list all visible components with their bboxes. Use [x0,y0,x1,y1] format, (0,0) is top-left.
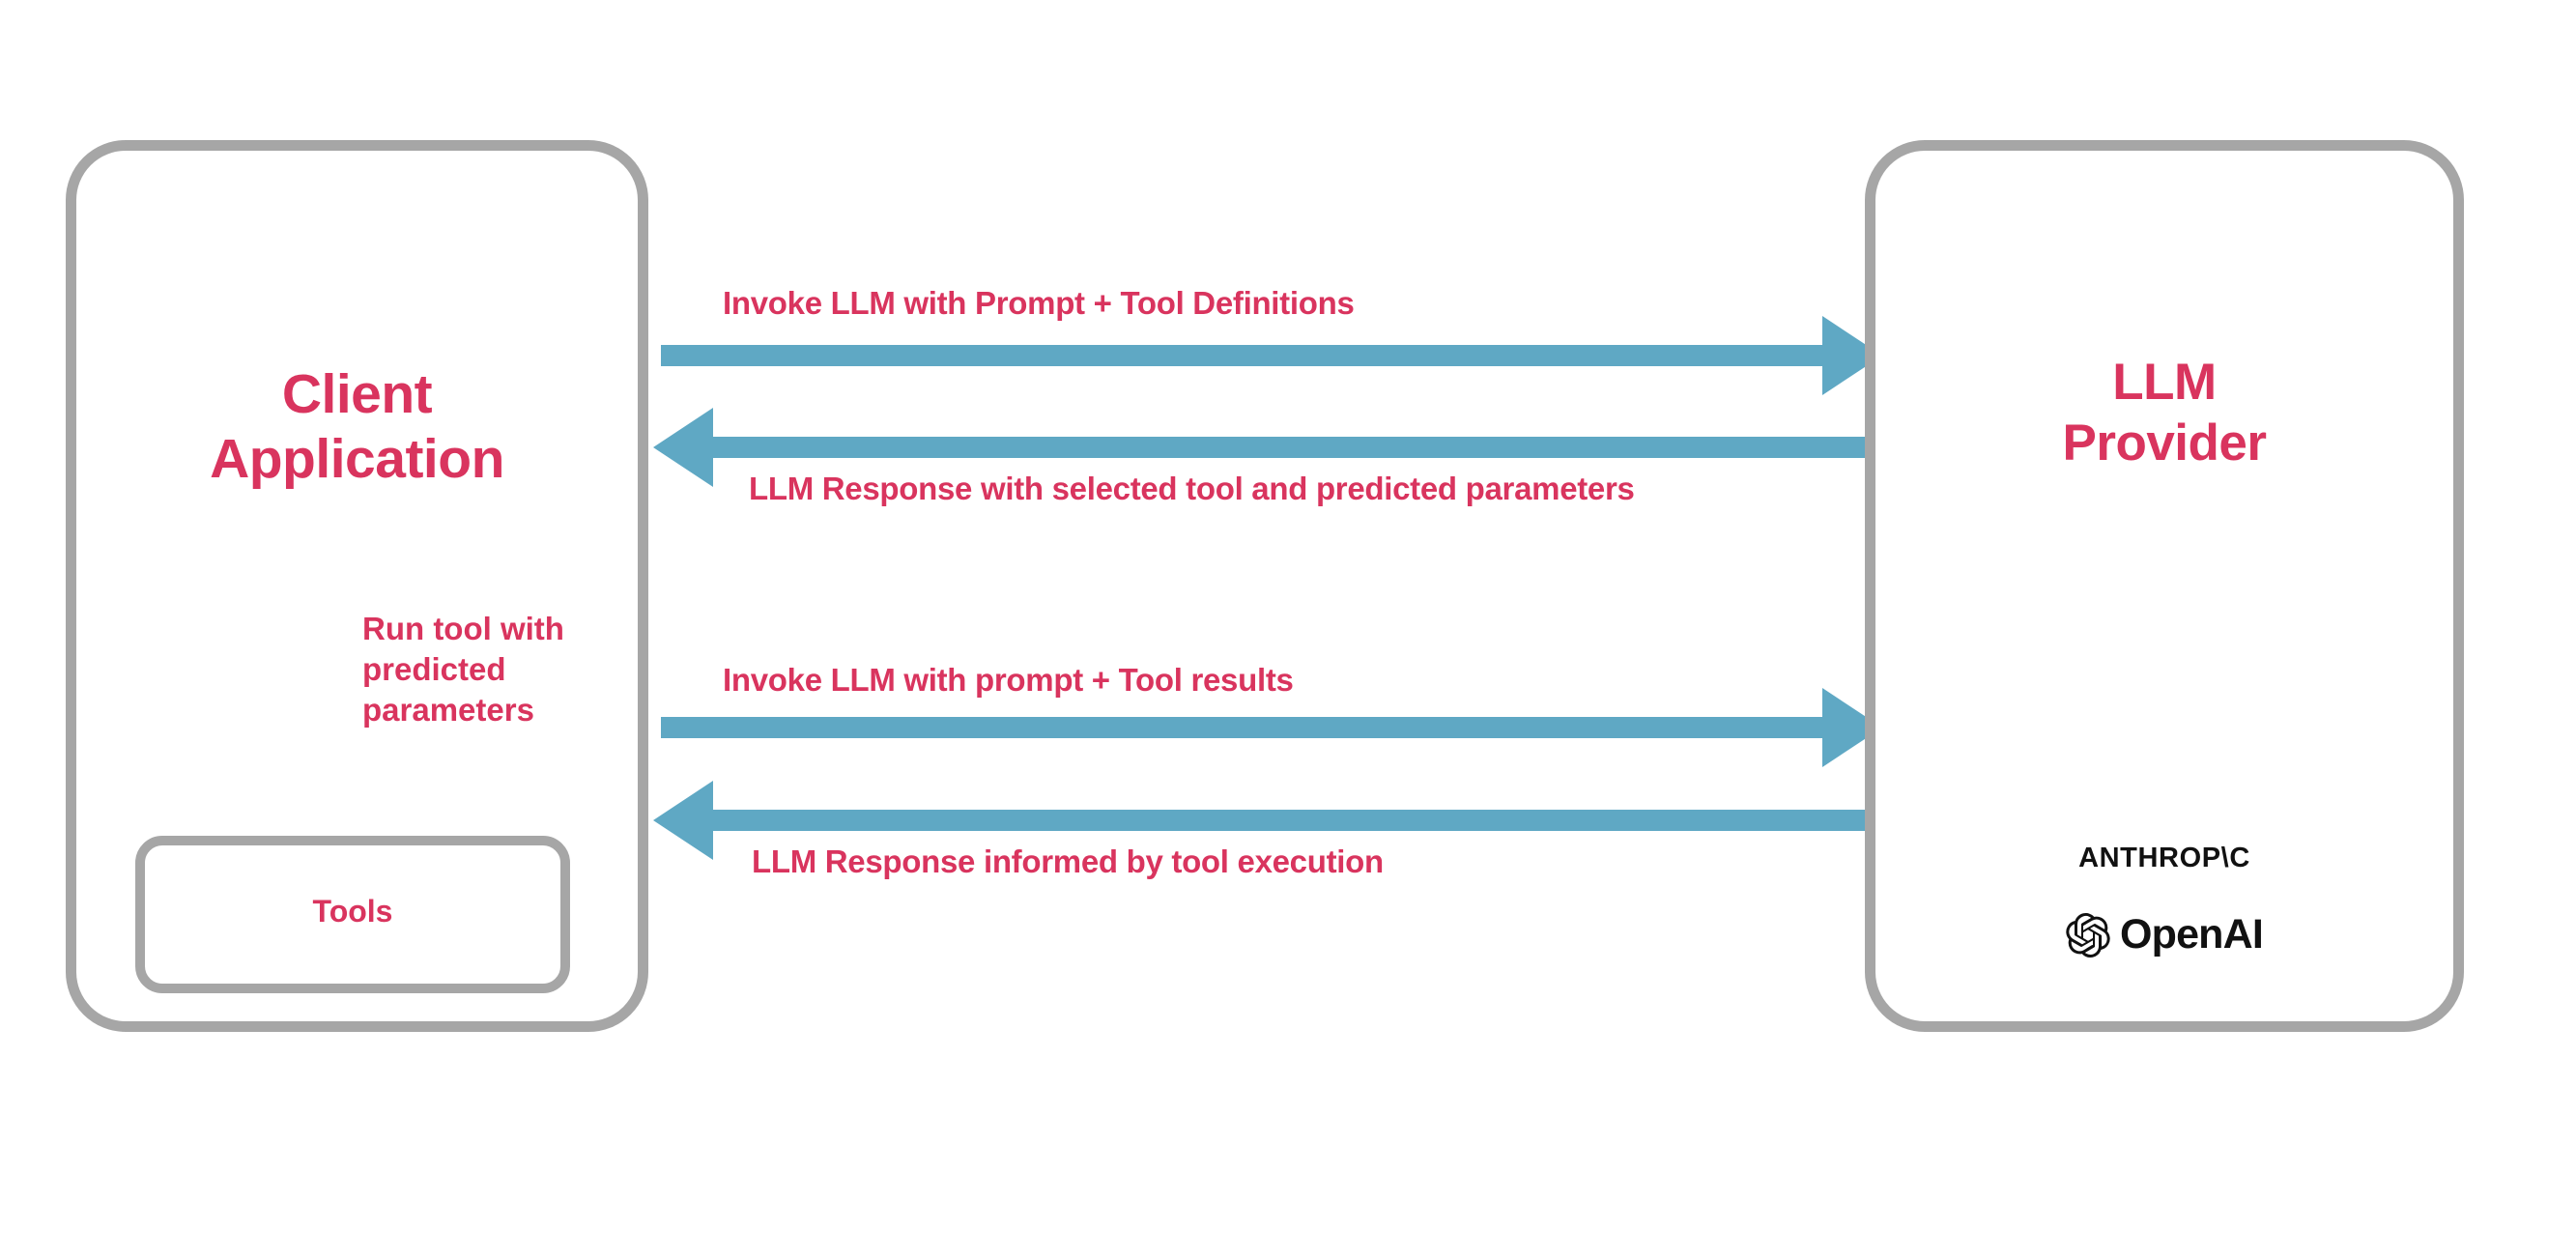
openai-flower-icon [2066,912,2110,958]
label-invoke-llm-1: Invoke LLM with Prompt + Tool Definition… [723,285,1355,321]
openai-wordmark: OpenAI [2119,911,2264,958]
tools-label: Tools [312,894,393,929]
anthropic-logo: ANTHROP\C [2078,843,2250,873]
arrow-invoke-llm-2 [661,688,1882,767]
arrow-invoke-llm-1 [661,316,1882,395]
label-invoke-llm-2: Invoke LLM with prompt + Tool results [723,662,1294,698]
llm-provider-title: LLM Provider [2062,354,2267,472]
tools-box[interactable] [135,836,570,993]
client-application-title: Client Application [210,363,504,491]
llm-provider-box[interactable] [1865,140,2464,1032]
label-llm-response-2: LLM Response informed by tool execution [752,843,1384,879]
openai-logo: OpenAI [1865,911,2464,958]
label-llm-response-1: LLM Response with selected tool and pred… [749,471,1635,506]
label-run-tool: Run tool with predicted parameters [362,611,564,729]
